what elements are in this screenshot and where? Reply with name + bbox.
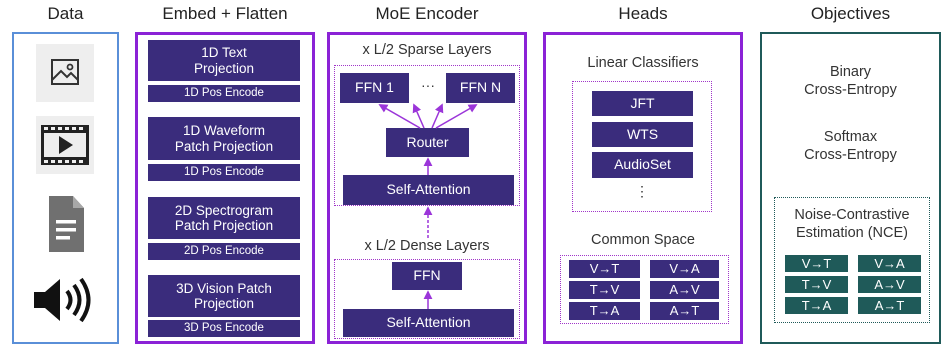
pair-t-v: T→V — [569, 281, 640, 299]
linear-classifiers-label: Linear Classifiers — [587, 55, 699, 71]
softmax-cross-entropy-label: Softmax Cross-Entropy — [804, 129, 897, 164]
pair-t-a: T→A — [569, 302, 640, 320]
text-pos-encode-box: 1D Pos Encode — [148, 85, 300, 102]
spectrogram-projection-box: 2D Spectrogram Patch Projection — [148, 197, 300, 239]
arrow-router-to-ffn1 — [378, 104, 421, 129]
dense-layers-region — [334, 259, 520, 339]
embed-panel — [135, 32, 315, 344]
audioset-box: AudioSet — [592, 152, 693, 178]
data-column-title: Data — [47, 4, 84, 23]
ffn-n-box: FFN N — [446, 73, 515, 103]
pair-v-t: V→T — [569, 260, 640, 278]
common-space-region — [560, 255, 729, 324]
vision-projection-box: 3D Vision Patch Projection — [148, 275, 300, 317]
pair-a-t: A→T — [650, 302, 719, 320]
wts-box: WTS — [592, 122, 693, 147]
linear-classifiers-region — [572, 81, 712, 212]
nce-pair-v-a: V→A — [858, 255, 921, 272]
nce-pair-a-t: A→T — [858, 297, 921, 314]
arrow-router-to-ffnn — [435, 104, 478, 129]
nce-pair-a-v: A→V — [858, 276, 921, 293]
heads-column-title: Heads — [618, 4, 668, 23]
objectives-panel — [760, 32, 941, 344]
dense-self-attention-box: Self-Attention — [343, 309, 514, 337]
spectrogram-pos-encode-box: 2D Pos Encode — [148, 243, 300, 260]
heads-panel — [543, 32, 743, 344]
classifier-ellipsis: ⋮ — [635, 183, 649, 199]
pair-v-a: V→A — [650, 260, 719, 278]
sparse-self-attention-box: Self-Attention — [343, 175, 514, 205]
data-panel — [12, 32, 119, 344]
arrow-router-to-ffn-mid-left — [412, 103, 425, 129]
dense-layers-label: x L/2 Dense Layers — [364, 238, 490, 254]
sparse-layers-label: x L/2 Sparse Layers — [362, 42, 492, 58]
objectives-column-title: Objectives — [810, 4, 891, 23]
jft-box: JFT — [592, 91, 693, 116]
moe-panel — [327, 32, 527, 344]
waveform-pos-encode-box: 1D Pos Encode — [148, 164, 300, 181]
nce-label: Noise-Contrastive Estimation (NCE) — [794, 207, 910, 242]
ffn-ellipsis: ··· — [421, 77, 435, 93]
ffn-1-box: FFN 1 — [340, 73, 409, 103]
arrow-router-to-ffn-mid-right — [431, 103, 444, 129]
nce-pair-t-a: T→A — [785, 297, 848, 314]
nce-region — [774, 197, 930, 323]
sparse-layers-region — [334, 65, 520, 206]
waveform-projection-box: 1D Waveform Patch Projection — [148, 117, 300, 160]
dense-ffn-box: FFN — [392, 262, 462, 290]
moe-column-title: MoE Encoder — [375, 4, 479, 23]
router-box: Router — [386, 128, 469, 157]
pair-a-v: A→V — [650, 281, 719, 299]
nce-pair-v-t: V→T — [785, 255, 848, 272]
binary-cross-entropy-label: Binary Cross-Entropy — [804, 64, 897, 99]
document-icon — [46, 194, 86, 254]
video-icon — [36, 116, 94, 174]
text-projection-box: 1D Text Projection — [148, 40, 300, 81]
image-icon — [36, 44, 94, 102]
audio-icon — [32, 276, 94, 324]
common-space-label: Common Space — [591, 232, 695, 248]
vision-pos-encode-box: 3D Pos Encode — [148, 320, 300, 337]
embed-column-title: Embed + Flatten — [162, 4, 288, 23]
nce-pair-t-v: T→V — [785, 276, 848, 293]
